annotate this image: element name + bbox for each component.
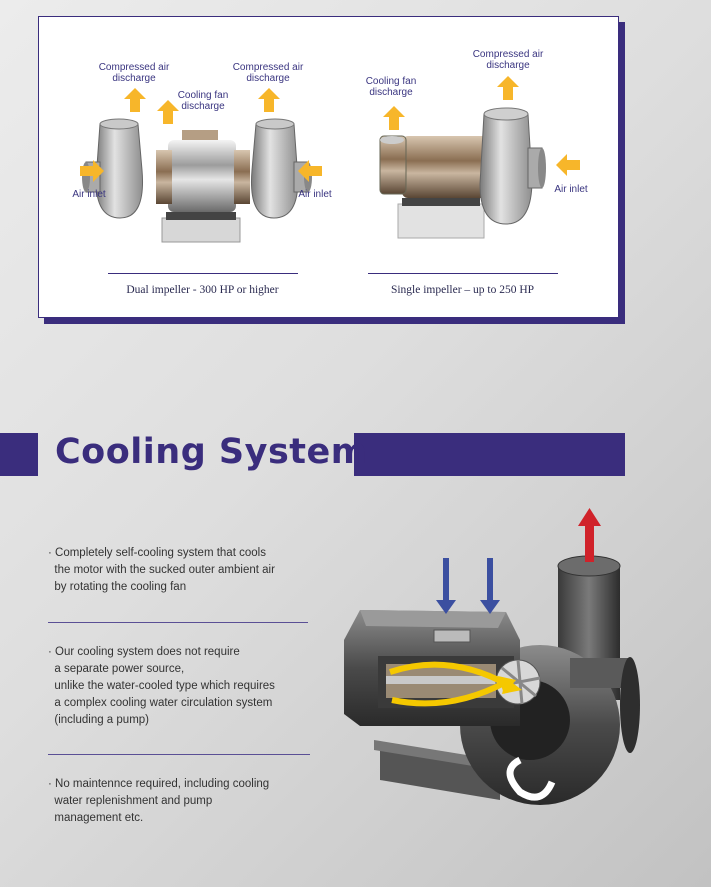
label-air-inlet-left: Air inlet bbox=[72, 189, 106, 200]
caption-single-impeller: Single impeller – up to 250 HP bbox=[390, 284, 535, 296]
arrow-up-icon bbox=[497, 76, 519, 100]
heading-bar-right bbox=[354, 433, 625, 476]
bullet-item: · Our cooling system does not require a … bbox=[48, 646, 275, 726]
arrow-up-icon bbox=[157, 100, 179, 124]
dual-impeller-illustration bbox=[82, 118, 312, 243]
section-title: Cooling System bbox=[55, 432, 368, 472]
label-air-inlet-right: Air inlet bbox=[298, 189, 332, 200]
heading-bar-left bbox=[0, 433, 38, 476]
arrow-up-icon bbox=[383, 106, 405, 130]
bullet-item: · No maintennce required, including cool… bbox=[48, 778, 270, 824]
arrow-left-icon bbox=[556, 154, 580, 176]
caption-dual-impeller: Dual impeller - 300 HP or higher bbox=[126, 284, 279, 296]
bullet-item: · Completely self-cooling system that co… bbox=[48, 547, 275, 593]
blower-cutaway-illustration bbox=[344, 508, 640, 805]
arrow-right-icon bbox=[80, 160, 104, 182]
arrow-up-icon bbox=[258, 88, 280, 112]
label-air-inlet-single: Air inlet bbox=[554, 184, 588, 195]
caption-divider bbox=[108, 273, 298, 274]
bullet-divider bbox=[48, 754, 310, 755]
bullet-divider bbox=[48, 622, 308, 623]
single-impeller-illustration bbox=[379, 107, 546, 239]
caption-divider bbox=[368, 273, 558, 274]
arrow-up-icon bbox=[124, 88, 146, 112]
arrow-left-icon bbox=[298, 160, 322, 182]
